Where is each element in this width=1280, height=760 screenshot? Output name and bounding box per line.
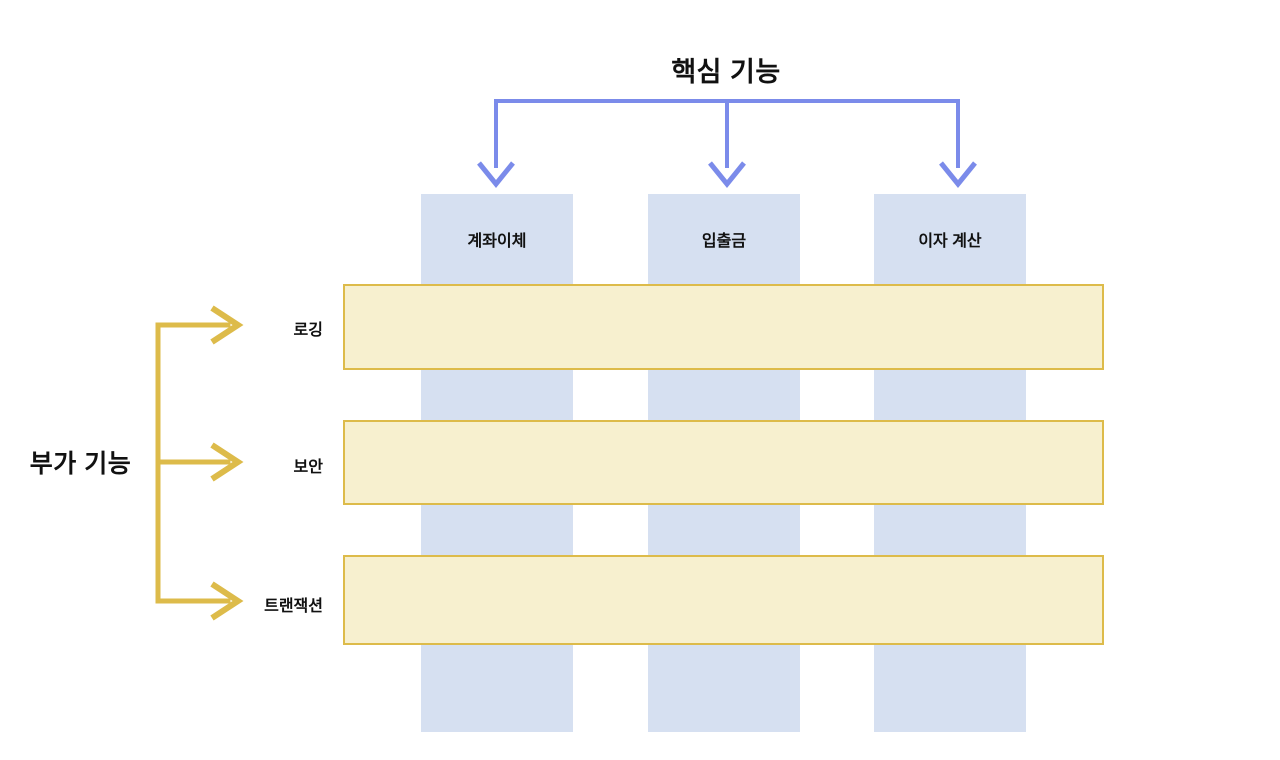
core-features-title: 핵심 기능 xyxy=(671,57,781,87)
aux-row-2-label: 보안 xyxy=(293,459,323,476)
core-arrowhead-3 xyxy=(939,161,977,188)
aux-bar-2[interactable] xyxy=(343,420,1104,505)
aux-bar-3[interactable] xyxy=(343,555,1104,645)
aux-bar-1[interactable] xyxy=(343,284,1104,370)
aux-row-1-label: 로깅 xyxy=(293,322,323,339)
aux-row-3-label: 트랜잭션 xyxy=(264,598,323,615)
core-column-3-label: 이자 계산 xyxy=(918,233,982,250)
aux-features-title: 부가 기능 xyxy=(29,450,132,478)
core-arrowhead-2 xyxy=(708,161,746,188)
core-column-1-label: 계좌이체 xyxy=(467,233,527,250)
core-arrowhead-1 xyxy=(477,161,515,188)
core-column-2-label: 입출금 xyxy=(701,233,747,250)
